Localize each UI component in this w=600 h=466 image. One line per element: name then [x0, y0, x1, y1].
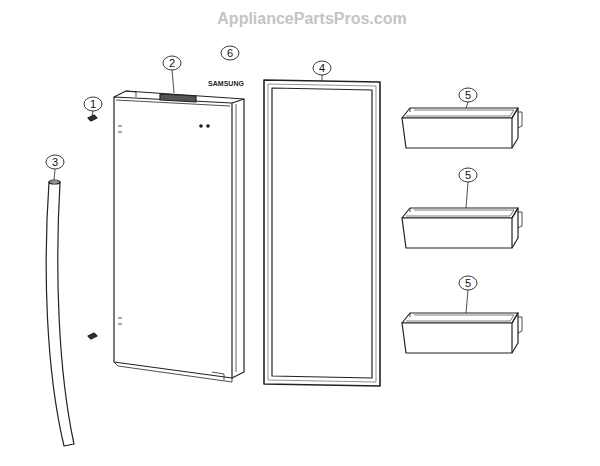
callout-bubble: 2: [162, 55, 182, 71]
callout-bubble: 1: [83, 96, 103, 112]
callout-number: 4: [312, 60, 332, 74]
callout-number: 3: [45, 154, 65, 168]
brand-logo: SAMSUNG: [208, 80, 244, 87]
callout-number: 5: [458, 167, 478, 181]
callout-bubble: 3: [45, 154, 65, 170]
callout-number: 6: [220, 45, 240, 59]
callout-number: 5: [458, 275, 478, 289]
callout-number: 1: [83, 96, 103, 110]
callout-bubble: 5: [458, 87, 478, 103]
callout-number: 5: [458, 87, 478, 101]
callout-bubble: 5: [458, 167, 478, 183]
callout-bubble: 6: [220, 45, 240, 61]
callout-bubble: 5: [458, 275, 478, 291]
callout-bubble: 4: [312, 60, 332, 76]
watermark: AppliancePartsPros.com: [217, 10, 406, 28]
callout-number: 2: [162, 55, 182, 69]
